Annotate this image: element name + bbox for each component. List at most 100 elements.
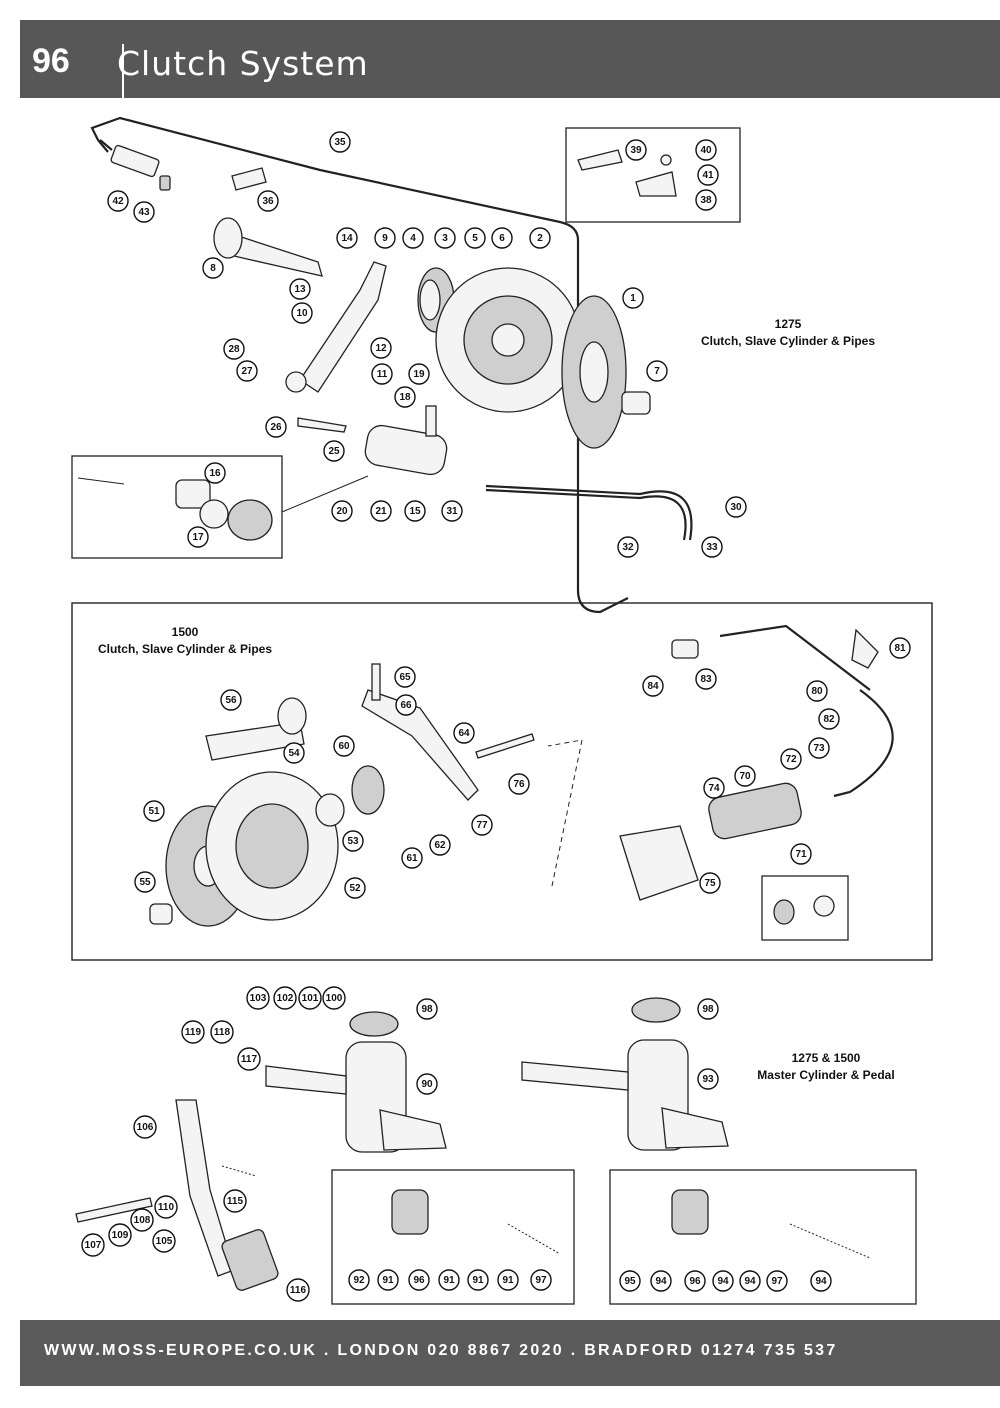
part-callout-4: 4 <box>402 227 424 249</box>
part-callout-36: 36 <box>257 190 279 212</box>
callout-circle <box>181 1020 205 1044</box>
part-callout-11: 11 <box>371 363 393 385</box>
callout-circle <box>401 847 423 869</box>
callout-circle <box>429 834 451 856</box>
part-callout-15: 15 <box>404 500 426 522</box>
callout-label: 98 <box>421 1004 433 1015</box>
part-callout-75: 75 <box>699 872 721 894</box>
pedal-rubber-116 <box>221 1229 279 1291</box>
part-callout-20: 20 <box>331 500 353 522</box>
union-42 <box>110 144 160 178</box>
callout-circle <box>697 998 719 1020</box>
callout-circle <box>344 877 366 899</box>
part-callout-103: 103 <box>246 986 270 1010</box>
callout-circle <box>416 1073 438 1095</box>
callout-circle <box>529 227 551 249</box>
part-callout-76: 76 <box>508 773 530 795</box>
cap-98-left <box>349 1011 399 1037</box>
callout-label: 66 <box>400 700 412 711</box>
part-callout-77: 77 <box>471 814 493 836</box>
callout-label: 94 <box>815 1276 827 1287</box>
callout-label: 93 <box>702 1074 714 1085</box>
callout-circle <box>408 363 430 385</box>
part-callout-116: 116 <box>286 1278 310 1302</box>
section-1500-frame <box>71 602 933 961</box>
callout-label: 97 <box>771 1276 783 1287</box>
callout-circle <box>223 1189 247 1213</box>
callout-label: 92 <box>353 1275 365 1286</box>
part-callout-110: 110 <box>154 1195 178 1219</box>
part-callout-35: 35 <box>329 131 351 153</box>
callout-label: 71 <box>795 849 807 860</box>
callout-label: 54 <box>288 748 300 759</box>
part-callout-43: 43 <box>133 201 155 223</box>
callout-circle <box>497 1269 519 1291</box>
callout-label: 25 <box>328 446 340 457</box>
part-callout-93: 93 <box>697 1068 719 1090</box>
callout-circle <box>464 227 486 249</box>
callout-label: 94 <box>655 1276 667 1287</box>
callout-label: 31 <box>446 506 458 517</box>
part-callout-25: 25 <box>323 440 345 462</box>
callout-circle <box>265 416 287 438</box>
callout-circle <box>780 748 802 770</box>
callout-circle <box>236 360 258 382</box>
part-callout-117: 117 <box>237 1047 261 1071</box>
part-callout-94: 94 <box>739 1270 761 1292</box>
callout-circle <box>273 986 297 1010</box>
callout-label: 26 <box>270 422 282 433</box>
callout-circle <box>187 526 209 548</box>
callout-label: 115 <box>227 1196 244 1207</box>
callout-circle <box>323 440 345 462</box>
callout-circle <box>642 675 664 697</box>
part-callout-10: 10 <box>291 302 313 324</box>
part-callout-100: 100 <box>322 986 346 1010</box>
callout-circle <box>650 1270 672 1292</box>
part-callout-102: 102 <box>273 986 297 1010</box>
callout-circle <box>739 1270 761 1292</box>
callout-label: 5 <box>472 233 478 244</box>
part-callout-16: 16 <box>204 462 226 484</box>
callout-label: 75 <box>704 878 716 889</box>
callout-circle <box>471 814 493 836</box>
callout-label: 35 <box>334 137 346 148</box>
callout-circle <box>712 1270 734 1292</box>
part-callout-30: 30 <box>725 496 747 518</box>
callout-label: 51 <box>148 806 160 817</box>
callout-circle <box>371 363 393 385</box>
callout-label: 13 <box>294 284 306 295</box>
callout-circle <box>806 680 828 702</box>
callout-circle <box>889 637 911 659</box>
callout-circle <box>374 227 396 249</box>
callout-label: 91 <box>443 1275 455 1286</box>
part-callout-72: 72 <box>780 748 802 770</box>
callout-label: 116 <box>290 1285 307 1296</box>
callout-circle <box>766 1270 788 1292</box>
callout-label: 90 <box>421 1079 433 1090</box>
section-1500-line2: Clutch, Slave Cylinder & Pipes <box>98 642 272 656</box>
part-callout-101: 101 <box>298 986 322 1010</box>
callout-label: 80 <box>811 686 823 697</box>
callout-circle <box>695 668 717 690</box>
callout-label: 27 <box>241 366 253 377</box>
slave-cylinder-15 <box>364 424 448 476</box>
page-header: 96 Clutch System <box>20 20 1000 118</box>
part-callout-56: 56 <box>220 689 242 711</box>
section-master-line1: 1275 & 1500 <box>792 1051 861 1065</box>
release-lever-9 <box>299 261 387 393</box>
part-callout-106: 106 <box>133 1115 157 1139</box>
part-callout-12: 12 <box>370 337 392 359</box>
callout-label: 3 <box>442 233 448 244</box>
part-callout-119: 119 <box>181 1020 205 1044</box>
callout-circle <box>695 139 717 161</box>
callout-circle <box>336 227 358 249</box>
clutch-hose-30 <box>485 484 693 541</box>
bearing-53 <box>315 793 345 827</box>
part-callout-3: 3 <box>434 227 456 249</box>
callout-circle <box>370 337 392 359</box>
part-callout-60: 60 <box>333 735 355 757</box>
callout-circle <box>377 1269 399 1291</box>
part-callout-21: 21 <box>370 500 392 522</box>
callout-circle <box>790 843 812 865</box>
callout-circle <box>438 1269 460 1291</box>
